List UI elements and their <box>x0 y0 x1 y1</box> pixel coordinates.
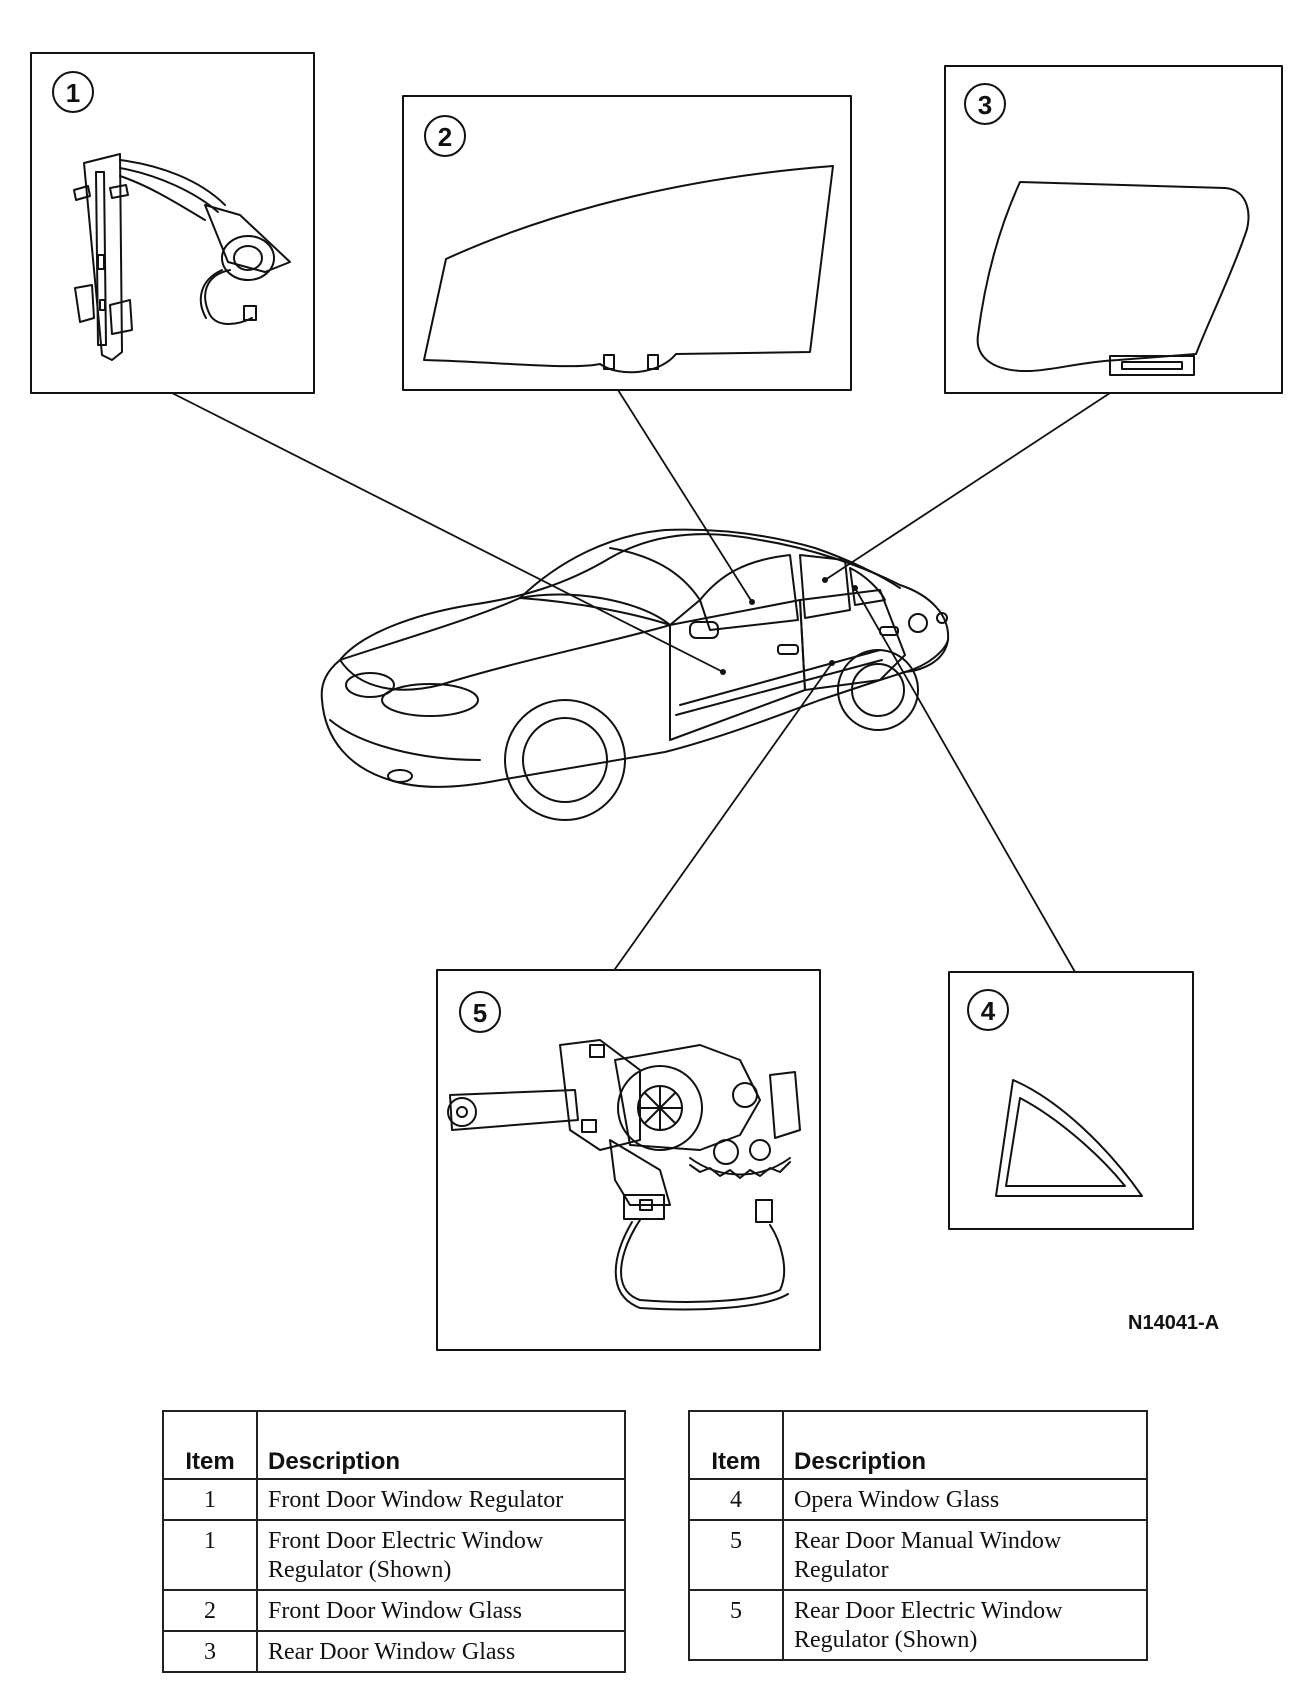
rear-regulator-illustration <box>447 1039 801 1311</box>
car-bumper <box>329 719 481 761</box>
header-item: Item <box>688 1410 784 1480</box>
legend-item: 1 <box>162 1519 258 1591</box>
car-front-wheel <box>504 699 626 821</box>
legend-row: 5 Rear Door Manual Window Regulator <box>688 1519 1148 1591</box>
legend-item: 3 <box>162 1630 258 1673</box>
rear-door-glass-shape <box>976 181 1250 373</box>
leader-lines <box>171 389 1111 973</box>
car-hood <box>339 597 671 691</box>
legend-description: Front Door Electric Window Regulator (Sh… <box>256 1519 626 1591</box>
panel-opera-window-glass <box>948 971 1194 1230</box>
car-roof <box>519 528 901 599</box>
panel-front-door-window-glass <box>402 95 852 391</box>
panel-rear-door-window-glass <box>944 65 1283 394</box>
legend-row: 4 Opera Window Glass <box>688 1478 1148 1521</box>
car-body-outline <box>320 533 950 788</box>
legend-table-left: Item Description 1 Front Door Window Reg… <box>162 1410 626 1673</box>
header-description: Description <box>782 1410 1148 1480</box>
legend-description: Front Door Window Glass <box>256 1589 626 1632</box>
callout-2: 2 <box>438 122 452 152</box>
car-illustration <box>320 528 950 821</box>
leader-endpoints <box>720 577 858 675</box>
legend-row: 1 Front Door Window Regulator <box>162 1478 626 1521</box>
legend-item: 4 <box>688 1478 784 1521</box>
legend-description: Front Door Window Regulator <box>256 1478 626 1521</box>
panel-front-door-window-regulator <box>30 52 315 394</box>
car-headlight <box>381 683 479 717</box>
figure-code: N14041-A <box>1128 1312 1220 1334</box>
legend-description: Opera Window Glass <box>782 1478 1148 1521</box>
car-rear-window <box>799 554 851 619</box>
legend-item: 5 <box>688 1519 784 1591</box>
car-fuel-door <box>908 613 928 633</box>
legend-row: 3 Rear Door Window Glass <box>162 1630 626 1673</box>
legend-row: 2 Front Door Window Glass <box>162 1589 626 1632</box>
legend-description: Rear Door Electric Window Regulator (Sho… <box>782 1589 1148 1661</box>
callout-3: 3 <box>978 90 992 120</box>
panel-rear-door-window-regulator <box>436 969 821 1351</box>
legend-table-right: Item Description 4 Opera Window Glass 5 … <box>688 1410 1148 1661</box>
car-front-window <box>699 554 799 631</box>
legend-header-row: Item Description <box>688 1410 1148 1480</box>
legend-description: Rear Door Window Glass <box>256 1630 626 1673</box>
front-door-glass-shape <box>423 165 834 374</box>
legend-header-row: Item Description <box>162 1410 626 1480</box>
legend-description: Rear Door Manual Window Regulator <box>782 1519 1148 1591</box>
car-rear-door <box>799 589 906 691</box>
callout-4: 4 <box>981 996 996 1026</box>
car-taillight <box>936 612 948 624</box>
opera-glass-shape <box>995 1079 1143 1197</box>
legend-item: 2 <box>162 1589 258 1632</box>
header-description: Description <box>256 1410 626 1480</box>
car-fog-lamp <box>387 769 413 783</box>
car-grille <box>345 672 395 698</box>
callout-5: 5 <box>473 998 487 1028</box>
car-door-handle-front <box>777 644 799 655</box>
legend-item: 5 <box>688 1589 784 1661</box>
legend-item: 1 <box>162 1478 258 1521</box>
legend-row: 5 Rear Door Electric Window Regulator (S… <box>688 1589 1148 1661</box>
front-regulator-illustration <box>73 153 291 361</box>
car-opera-window <box>849 567 886 606</box>
callout-1: 1 <box>66 78 80 108</box>
car-side-molding <box>679 649 881 706</box>
car-door-handle-rear <box>879 626 899 636</box>
header-item: Item <box>162 1410 258 1480</box>
car-mirror <box>689 621 719 639</box>
legend-row: 1 Front Door Electric Window Regulator (… <box>162 1519 626 1591</box>
